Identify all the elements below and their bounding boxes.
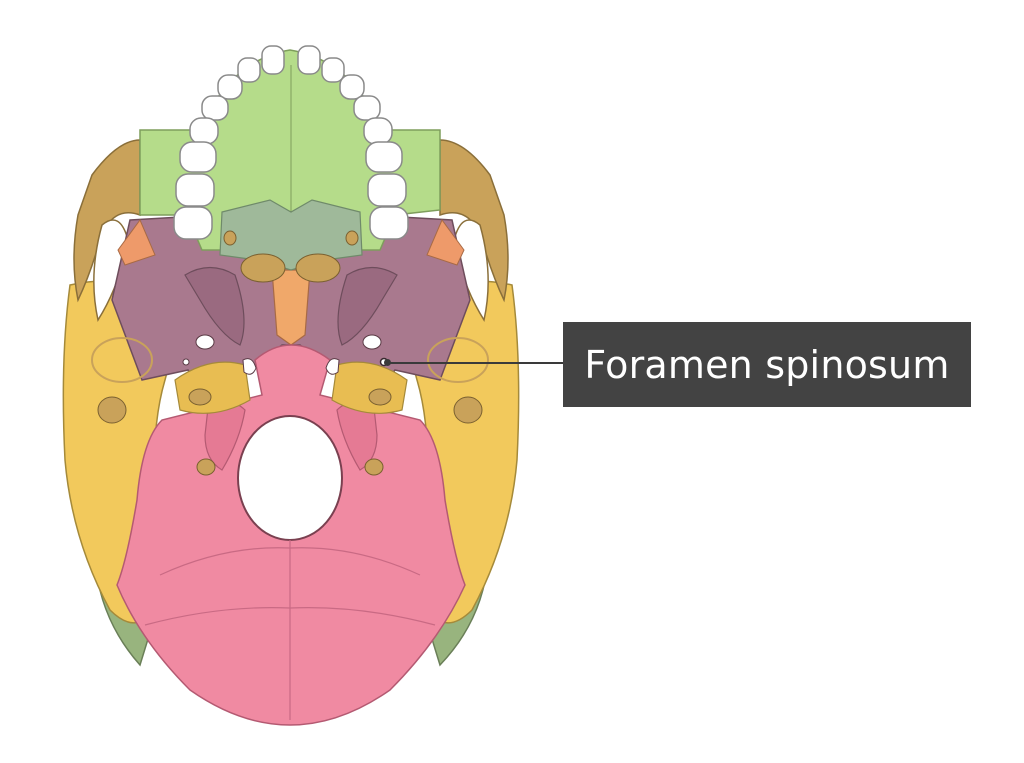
palatine-bone [219,199,363,271]
jugular-foramen-left [196,458,216,476]
foramen-ovale-right [362,334,382,350]
label-text: Foramen spinosum [584,342,950,387]
vomer-bone [271,269,311,346]
choana-left [240,253,286,283]
external-acoustic-meatus-right [453,396,483,424]
greater-palatine-foramen-right [345,230,359,246]
choana-right [295,253,341,283]
carotid-canal-right [368,388,392,406]
sphenoid-orange-right [426,218,465,266]
mandibular-fossa-right [427,337,489,383]
greater-palatine-foramen-left [223,230,237,246]
zygomatic-arch-opening-right [453,219,489,322]
foramen-ovale-left [195,334,215,350]
foramen-magnum [237,415,343,541]
sphenoid-orange-left [117,218,156,266]
foramen-lacerum-left [242,358,257,375]
zygomatic-arch-opening-left [93,219,129,322]
external-acoustic-meatus-left [97,396,127,424]
mandibular-fossa-left [91,337,153,383]
teeth [173,45,409,240]
label-leader-line [388,362,564,364]
foramen-lacerum-right [325,358,340,375]
pterygoid-plate-left [184,266,245,346]
foramen-spinosum-left [182,358,190,366]
carotid-canal-left [188,388,212,406]
jugular-foramen-right [364,458,384,476]
pterygoid-plate-right [337,266,398,346]
foramen-spinosum-label: Foramen spinosum [563,322,971,407]
foramen-pointer-icon [384,359,391,366]
